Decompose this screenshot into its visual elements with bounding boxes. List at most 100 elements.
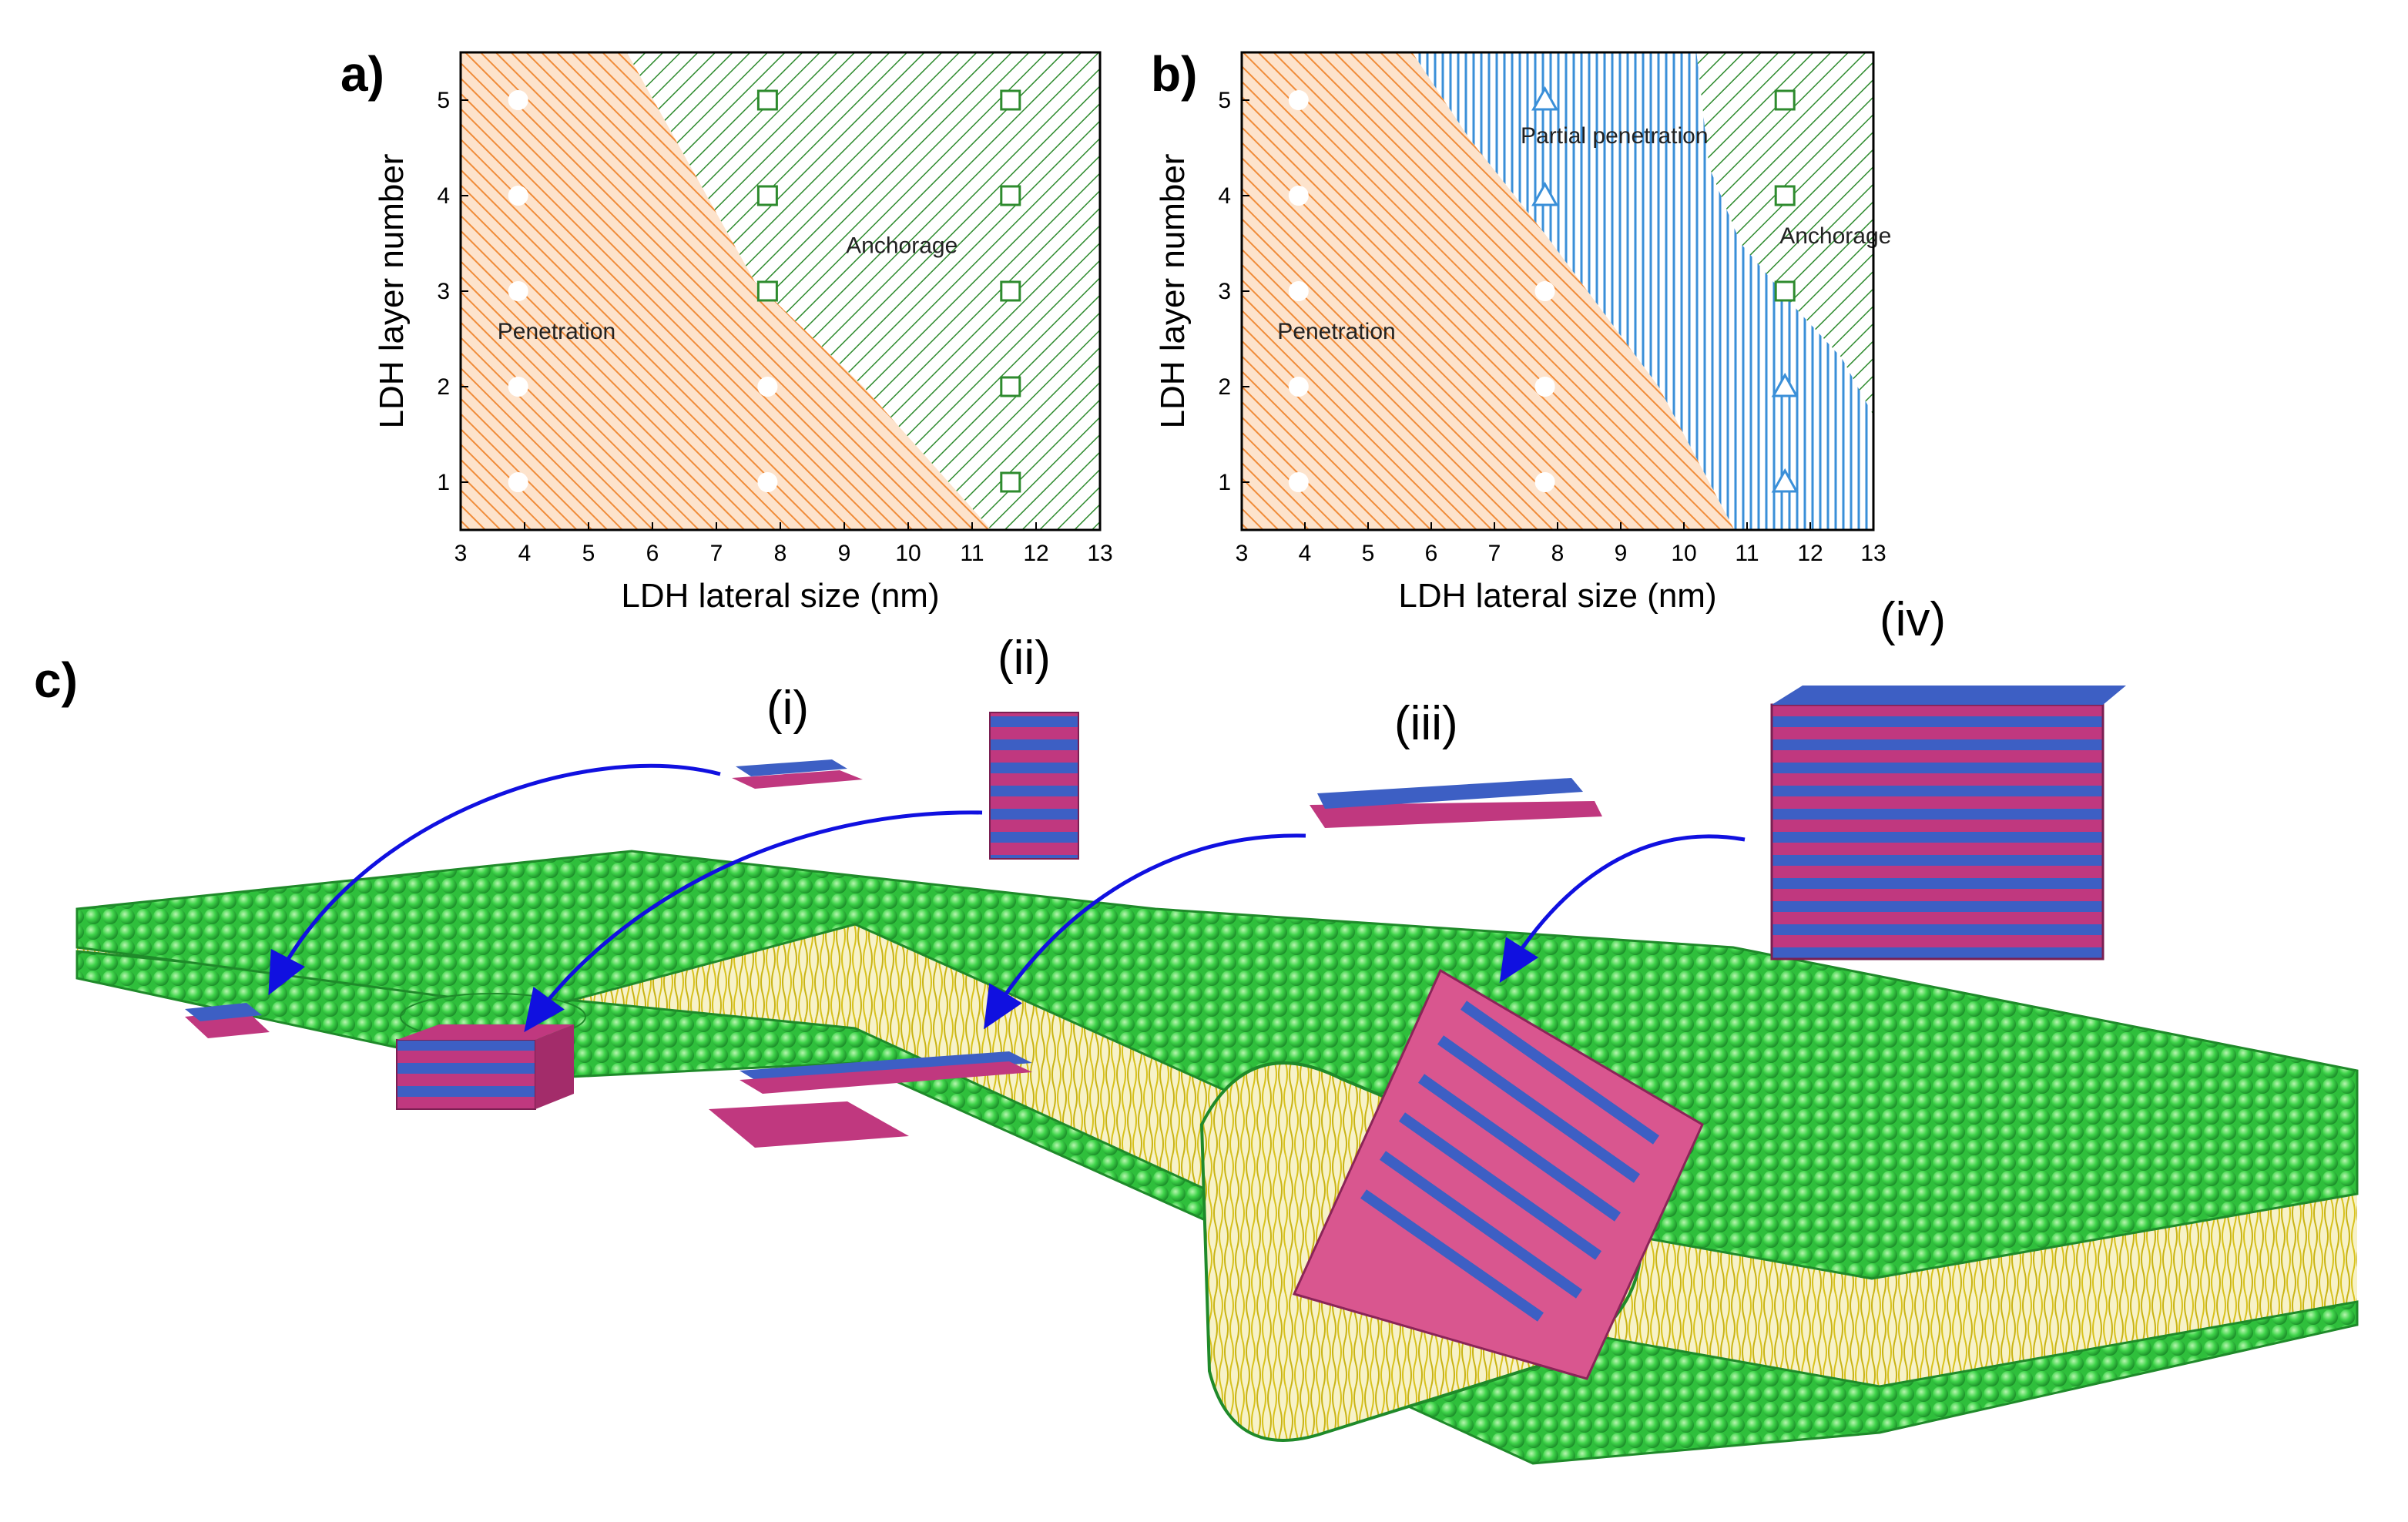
data-point-penetration: [1288, 90, 1309, 110]
region-label-partial-penetration: Partial penetration: [1521, 123, 1709, 149]
region-label-penetration: Penetration: [498, 319, 615, 344]
data-point-anchorage: [756, 280, 778, 302]
region-anchorage: [626, 52, 1100, 530]
data-point-anchorage: [1774, 89, 1796, 111]
region-partial-penetration: [1412, 52, 1873, 530]
data-point-penetration: [508, 186, 528, 206]
region-label-anchorage: Anchorage: [846, 233, 957, 258]
x-tick-label: 9: [1615, 541, 1628, 566]
data-point-anchorage: [1000, 185, 1021, 206]
data-point-anchorage: [1000, 280, 1021, 302]
ldh-in-membrane-ii: [396, 1024, 574, 1110]
arrow-i: [268, 763, 721, 996]
data-point-anchorage: [756, 89, 778, 111]
x-tick-label: 11: [1735, 541, 1759, 566]
data-point-anchorage: [1000, 89, 1021, 111]
x-tick-label: 13: [1087, 541, 1112, 566]
data-point-partial-penetration: [1771, 372, 1799, 397]
ldh-in-membrane-iii: [709, 1051, 1032, 1148]
arrow-ii: [524, 810, 983, 1033]
x-tick-label: 9: [838, 541, 851, 566]
data-point-anchorage: [756, 185, 778, 206]
data-point-partial-penetration: [1531, 85, 1559, 111]
x-tick-label: 6: [1425, 541, 1438, 566]
data-point-penetration: [1288, 377, 1309, 397]
label-ii: (ii): [998, 632, 1051, 685]
x-tick-label: 5: [1362, 541, 1375, 566]
x-tick-label: 13: [1860, 541, 1886, 566]
y-tick-label: 4: [437, 183, 450, 209]
label-iii: (iii): [1394, 697, 1458, 750]
data-point-penetration: [1288, 281, 1309, 301]
data-point-partial-penetration: [1771, 468, 1799, 493]
x-tick-label: 4: [518, 541, 532, 566]
x-tick-label: 7: [1488, 541, 1501, 566]
ldh-in-membrane-iv: [1292, 968, 1704, 1380]
region-label-anchorage: Anchorage: [1779, 223, 1891, 249]
data-point-penetration: [1288, 472, 1309, 492]
region-penetration: [461, 52, 991, 530]
data-point-anchorage: [1774, 280, 1796, 302]
y-tick-label: 2: [1218, 374, 1231, 400]
x-tick-label: 6: [646, 541, 659, 566]
region-label-penetration: Penetration: [1277, 319, 1395, 344]
x-tick-label: 10: [895, 541, 921, 566]
data-point-partial-penetration: [1531, 181, 1559, 206]
ldh-particle-i: [732, 759, 863, 789]
data-point-penetration: [508, 281, 528, 301]
x-tick-label: 3: [1236, 541, 1249, 566]
x-tick-label: 12: [1797, 541, 1823, 566]
x-tick-label: 8: [1551, 541, 1565, 566]
x-tick-label: 8: [774, 541, 787, 566]
x-axis-title: LDH lateral size (nm): [621, 577, 939, 615]
y-tick-label: 1: [437, 470, 450, 495]
data-point-penetration: [508, 472, 528, 492]
arrows: [268, 763, 1746, 1033]
data-point-anchorage: [1000, 376, 1021, 397]
x-axis-title: LDH lateral size (nm): [1398, 577, 1716, 615]
x-tick-label: 12: [1023, 541, 1048, 566]
data-point-penetration: [757, 377, 778, 397]
ldh-in-membrane-i: [185, 1003, 270, 1038]
x-tick-label: 10: [1671, 541, 1696, 566]
data-point-penetration: [508, 90, 528, 110]
membrane-top-surface: [75, 850, 2359, 1280]
data-point-penetration: [1534, 377, 1555, 397]
ldh-particle-ii: [989, 712, 1079, 860]
x-tick-label: 3: [454, 541, 468, 566]
data-point-anchorage: [1774, 185, 1796, 206]
y-axis-title: LDH layer number: [373, 153, 411, 428]
panel-label-a: a): [340, 46, 384, 102]
region-penetration: [1242, 52, 1735, 530]
y-tick-label: 1: [1218, 470, 1231, 495]
y-tick-label: 5: [1218, 88, 1231, 113]
arrow-iv: [1499, 834, 1746, 984]
arrow-iii: [983, 833, 1306, 1030]
label-i: (i): [766, 682, 809, 735]
panel-label-c: c): [34, 652, 78, 708]
x-tick-label: 7: [710, 541, 723, 566]
data-point-penetration: [508, 377, 528, 397]
ldh-particle-iv: [1770, 686, 2126, 960]
x-tick-label: 5: [582, 541, 595, 566]
y-tick-label: 2: [437, 374, 450, 400]
data-point-penetration: [1534, 281, 1555, 301]
data-point-penetration: [757, 472, 778, 492]
label-iv: (iv): [1880, 593, 1946, 646]
y-tick-label: 3: [437, 279, 450, 304]
panel-label-b: b): [1151, 46, 1197, 102]
y-tick-label: 4: [1218, 183, 1231, 209]
region-anchorage: [1696, 52, 1873, 416]
data-point-penetration: [1288, 186, 1309, 206]
x-tick-label: 4: [1299, 541, 1312, 566]
x-tick-label: 11: [960, 541, 984, 566]
data-point-anchorage: [1000, 471, 1021, 493]
ldh-particle-iii: [1310, 778, 1602, 828]
y-tick-label: 3: [1218, 279, 1231, 304]
y-axis-title: LDH layer number: [1154, 153, 1192, 428]
y-tick-label: 5: [437, 88, 450, 113]
data-point-penetration: [1534, 472, 1555, 492]
